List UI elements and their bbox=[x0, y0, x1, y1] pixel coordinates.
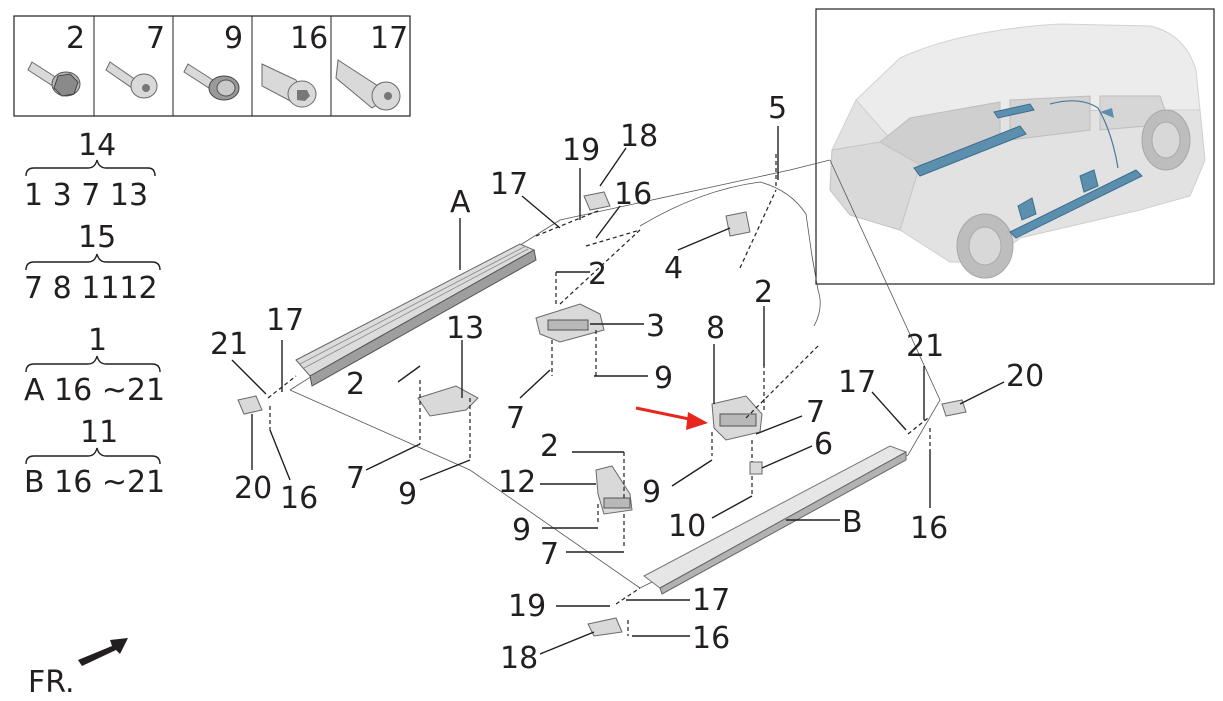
label-9b: 9 bbox=[398, 477, 417, 512]
torx-bolt-icon bbox=[105, 61, 158, 99]
group-children-1: A 16 ~21 bbox=[24, 373, 165, 408]
label-9d: 9 bbox=[512, 513, 531, 548]
end-cap-18-top bbox=[583, 191, 611, 211]
bracket-13 bbox=[417, 385, 479, 417]
label-2c: 2 bbox=[754, 275, 773, 310]
end-cap-20-left bbox=[237, 395, 263, 415]
label-7c: 7 bbox=[806, 395, 825, 430]
socket-cap-bolt-icon bbox=[335, 59, 401, 111]
fastener-number-17: 17 bbox=[370, 21, 408, 56]
label-2a: 2 bbox=[588, 257, 607, 292]
group-legend: 14 1 3 7 13 15 7 8 1112 1 A 16 ~21 11 B … bbox=[24, 128, 165, 500]
callout-labels: A B 17 19 18 16 2 3 4 5 7 9 17 21 2 13 7… bbox=[210, 91, 1044, 676]
label-3: 3 bbox=[646, 309, 665, 344]
label-18b: 18 bbox=[500, 641, 538, 676]
fastener-number-16: 16 bbox=[290, 21, 328, 56]
fastener-number-7: 7 bbox=[146, 21, 165, 56]
label-5: 5 bbox=[768, 91, 787, 126]
front-direction-indicator: FR. bbox=[28, 638, 128, 700]
label-9c: 9 bbox=[642, 475, 661, 510]
clip-4 bbox=[725, 211, 751, 237]
group-children-14: 1 3 7 13 bbox=[24, 178, 148, 213]
label-7a: 7 bbox=[506, 401, 525, 436]
group-children-11: B 16 ~21 bbox=[24, 465, 165, 500]
installed-step-right bbox=[1009, 169, 1143, 239]
label-8: 8 bbox=[706, 311, 725, 346]
installed-step-left bbox=[913, 125, 1027, 177]
running-board-b bbox=[643, 445, 908, 595]
explode-lines bbox=[267, 152, 931, 636]
label-21a: 21 bbox=[210, 327, 248, 362]
label-2b: 2 bbox=[346, 367, 365, 402]
label-12: 12 bbox=[498, 465, 536, 500]
motor-bracket-3 bbox=[535, 303, 605, 343]
label-10: 10 bbox=[668, 509, 706, 544]
running-board-a bbox=[295, 243, 537, 387]
front-label: FR. bbox=[28, 665, 75, 700]
group-parent-1: 1 bbox=[88, 323, 107, 358]
group-parent-11: 11 bbox=[80, 415, 118, 450]
hex-socket-bolt-icon bbox=[261, 63, 317, 108]
label-9a: 9 bbox=[654, 361, 673, 396]
bracket-8 bbox=[711, 395, 763, 441]
label-16c: 16 bbox=[910, 511, 948, 546]
label-17a: 17 bbox=[490, 167, 528, 202]
label-A: A bbox=[450, 185, 471, 220]
washer-bolt-icon bbox=[183, 63, 240, 101]
label-17c: 17 bbox=[838, 365, 876, 400]
label-19b: 19 bbox=[508, 589, 546, 624]
fastener-number-9: 9 bbox=[224, 21, 243, 56]
label-6: 6 bbox=[814, 427, 833, 462]
clip-6 bbox=[749, 461, 763, 475]
label-16b: 16 bbox=[280, 481, 318, 516]
label-2d: 2 bbox=[540, 429, 559, 464]
suv-illustration bbox=[829, 23, 1206, 279]
label-7d: 7 bbox=[540, 537, 559, 572]
fastener-panel: 2 7 9 16 17 bbox=[13, 15, 411, 117]
label-20a: 20 bbox=[234, 471, 272, 506]
leader-lines bbox=[231, 126, 1005, 655]
label-17d: 17 bbox=[692, 583, 730, 618]
group-parent-14: 14 bbox=[78, 128, 116, 163]
front-arrow-icon bbox=[78, 638, 128, 666]
fastener-number-2: 2 bbox=[66, 21, 85, 56]
group-parent-15: 15 bbox=[78, 220, 116, 255]
label-4: 4 bbox=[664, 251, 683, 286]
label-7b: 7 bbox=[346, 461, 365, 496]
group-children-15: 7 8 1112 bbox=[24, 271, 158, 306]
vehicle-inset bbox=[815, 8, 1215, 285]
label-17b: 17 bbox=[266, 303, 304, 338]
label-13: 13 bbox=[446, 311, 484, 346]
label-18a: 18 bbox=[620, 119, 658, 154]
label-21b: 21 bbox=[906, 329, 944, 364]
highlight-arrow-icon bbox=[635, 406, 708, 430]
end-cap-18-left bbox=[587, 617, 623, 637]
bracket-12 bbox=[595, 465, 633, 515]
flange-bolt-icon bbox=[27, 61, 81, 97]
label-16a: 16 bbox=[614, 177, 652, 212]
label-20b: 20 bbox=[1006, 359, 1044, 394]
label-B: B bbox=[842, 505, 863, 540]
label-19a: 19 bbox=[562, 133, 600, 168]
label-16d: 16 bbox=[692, 621, 730, 656]
